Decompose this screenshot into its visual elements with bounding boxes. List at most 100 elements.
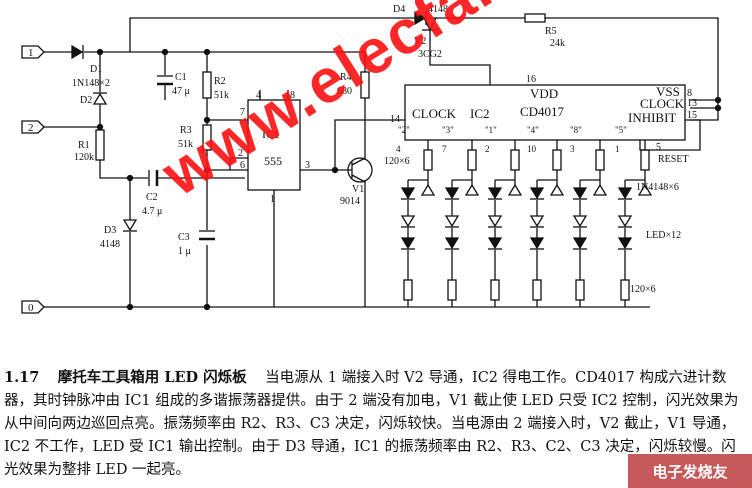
pin-label: 8 — [290, 90, 295, 101]
label-v1-type: 9014 — [340, 196, 360, 207]
resistor-r4 — [360, 71, 370, 99]
led-icon — [572, 187, 588, 200]
diode-d3 — [122, 219, 138, 232]
ic2-cd4017 — [404, 84, 686, 141]
pin-label: 1 — [615, 144, 620, 154]
label-c3-value: 1 μ — [178, 246, 191, 257]
diode-d4 — [414, 10, 427, 26]
pin-label: 2 — [485, 144, 490, 154]
pin-label: 4 — [256, 90, 261, 101]
terminal-1: 1 — [21, 45, 45, 59]
label-inhibit: INHIBIT — [628, 110, 676, 125]
caption: 1.17 摩托车工具箱用 LED 闪烁板 当电源从 1 端接入时 V2 导通，I… — [4, 366, 748, 482]
svg-text:1: 1 — [28, 47, 34, 59]
label-d4-value: 4148 — [428, 4, 448, 15]
pin-label: 1 — [270, 194, 275, 205]
resistor — [490, 279, 500, 301]
resistor — [532, 279, 542, 301]
led-icon — [400, 215, 416, 228]
transistor-v2 — [422, 17, 438, 31]
label-r1: R1 — [78, 140, 90, 151]
transistor-v1 — [345, 157, 373, 183]
led-icon — [400, 187, 416, 200]
label-r3: R3 — [180, 125, 192, 136]
diode-1n4148 — [637, 183, 653, 196]
pin-label: 8 — [687, 88, 692, 99]
label-c2: C2 — [146, 192, 158, 203]
resistor-r3 — [202, 124, 212, 151]
label-v1: V1 — [352, 184, 364, 195]
led-icon — [572, 237, 588, 250]
pin-label: 3 — [570, 144, 575, 154]
resistor-r2 — [202, 71, 212, 99]
diode-1n4148 — [549, 183, 565, 196]
label-rled: 120×6 — [384, 156, 410, 167]
label-r4-value: 680 — [337, 86, 352, 97]
resistor — [403, 279, 413, 301]
label-reset: RESET — [658, 154, 689, 165]
pin-label: 4 — [396, 144, 401, 154]
pin-label: 15 — [687, 110, 697, 121]
output-label: "8" — [570, 125, 582, 135]
diode-1n4148 — [507, 183, 523, 196]
label-r5-value: 24k — [550, 38, 565, 49]
label-cd4017: CD4017 — [520, 104, 565, 119]
label-led: LED×12 — [646, 230, 681, 241]
led-column: "1" 2 — [485, 125, 523, 307]
led-column: "8" 3 — [570, 125, 608, 307]
label-v2-type: 3CG2 — [418, 49, 442, 60]
led-icon — [617, 187, 633, 200]
pin-label: 6 — [240, 160, 245, 171]
label-d1: D1 — [90, 64, 102, 75]
pin-label: 7 — [442, 144, 447, 154]
pin-label: 7 — [240, 107, 245, 118]
label-r2: R2 — [214, 76, 226, 87]
logo: 电子发烧友 — [628, 454, 752, 488]
resistor — [552, 149, 562, 171]
diode-1n4148 — [420, 183, 436, 196]
label-vss: VSS — [656, 84, 680, 99]
resistor — [575, 279, 585, 301]
pin-label: 13 — [687, 98, 697, 109]
pin-label: 2 — [238, 148, 243, 159]
led-icon — [487, 215, 503, 228]
svg-text:0: 0 — [28, 302, 34, 314]
label-d1-value: 1N148×2 — [72, 78, 110, 89]
diode-d1 — [71, 44, 84, 60]
resistor — [620, 279, 630, 301]
capacitor-c3 — [199, 230, 215, 241]
led-icon — [444, 237, 460, 250]
label-c1-value: 47 μ — [172, 86, 190, 97]
label-c2-value: 4.7 μ — [142, 206, 162, 217]
caption-number: 1.17 — [4, 369, 40, 386]
label-ic1-type: 555 — [264, 154, 282, 168]
pin-label: 3 — [305, 160, 310, 171]
svg-text:2: 2 — [28, 122, 34, 134]
circuit-diagram: 1 2 0 "2"4"3"7"1"2"4"10"8"3"5"1 D1 1N148… — [21, 4, 722, 314]
output-label: "3" — [442, 125, 454, 135]
resistor — [595, 149, 605, 171]
caption-title: 摩托车工具箱用 LED 闪烁板 — [57, 369, 247, 386]
label-ic2: IC2 — [470, 106, 490, 121]
pin-label: 14 — [390, 114, 400, 125]
capacitor-c1 — [157, 75, 173, 86]
label-c3: C3 — [178, 232, 190, 243]
output-label: "5" — [615, 125, 627, 135]
led-icon — [529, 215, 545, 228]
led-column: "2" 4 — [396, 125, 436, 307]
output-label: "1" — [485, 125, 497, 135]
output-label: "2" — [398, 125, 410, 135]
resistor — [467, 149, 477, 171]
label-r3-value: 51k — [178, 139, 193, 150]
label-r2-value: 51k — [214, 90, 229, 101]
caption-body: 当电源从 1 端接入时 V2 导通，IC2 得电工作。CD4017 构成六进计数… — [4, 370, 739, 478]
label-dled: 1N4148×6 — [636, 182, 679, 193]
led-icon — [444, 215, 460, 228]
diode-d2 — [92, 92, 108, 105]
label-r4: R4 — [340, 72, 352, 83]
capacitor-c2 — [148, 170, 159, 186]
diode-1n4148 — [592, 183, 608, 196]
led-column: "3" 7 — [442, 125, 480, 307]
led-icon — [617, 237, 633, 250]
